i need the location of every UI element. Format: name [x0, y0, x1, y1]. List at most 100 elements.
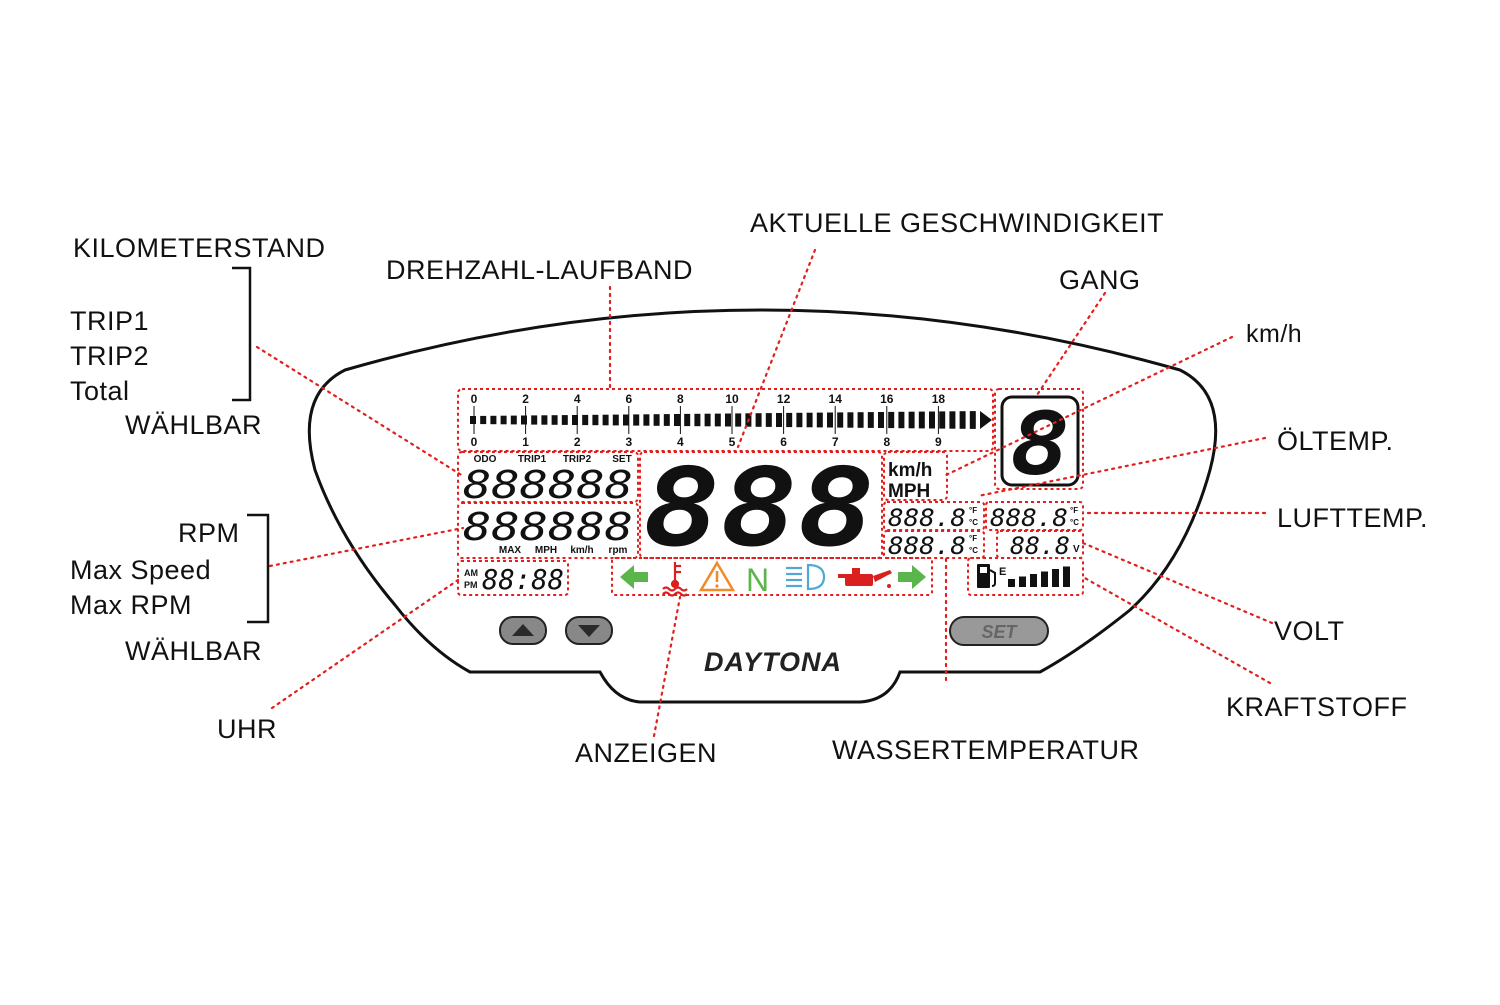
- fuel-pump-icon: [977, 564, 996, 588]
- label-volt: VOLT: [1274, 616, 1345, 646]
- bracket-top: [232, 266, 252, 402]
- tacho-segment: [704, 413, 711, 427]
- tacho-segment: [510, 415, 517, 425]
- tacho-top-tick-label: 2: [522, 392, 529, 406]
- indicators-box: [611, 557, 933, 596]
- water-temp-icon: [662, 562, 688, 597]
- tacho-segment: [582, 414, 589, 426]
- speed-digits: 888: [643, 446, 875, 571]
- label-uhr: UHR: [217, 714, 277, 744]
- tacho-segment: [531, 415, 538, 425]
- rpm-unit-label: rpm: [609, 545, 628, 556]
- tacho-segment: [470, 416, 476, 424]
- label-total: Total: [70, 376, 130, 406]
- speed-unit-mph: MPH: [888, 481, 930, 502]
- label-anzeigen: ANZEIGEN: [575, 738, 718, 768]
- oil-temp-unit-c: °C: [969, 518, 978, 527]
- fuel-bar: [1052, 569, 1059, 587]
- volt-unit: V: [1073, 544, 1080, 555]
- tacho-top-tick-label: 16: [880, 392, 894, 406]
- tacho-segment: [847, 412, 854, 428]
- tacho-segment: [806, 412, 813, 428]
- label-lufttemp: LUFTTEMP.: [1277, 503, 1429, 533]
- tacho-bottom-tick-label: 1: [522, 435, 529, 449]
- tacho-bottom-tick-label: 0: [471, 435, 478, 449]
- tacho-bottom-tick-label: 7: [832, 435, 839, 449]
- tacho-top-tick-label: 0: [471, 392, 478, 406]
- label-aktuelle-geschwindigkeit: AKTUELLE GESCHWINDIGKEIT: [750, 208, 1165, 238]
- warning-icon: [698, 560, 736, 592]
- water-temp-digits: 888.8: [888, 532, 966, 560]
- tacho-bottom-tick-label: 3: [625, 435, 632, 449]
- fuel-empty-letter: E: [999, 566, 1006, 578]
- down-arrow-button-icon: [578, 625, 600, 637]
- leader-lines: [255, 248, 1274, 738]
- tacho-bottom-tick-label: 4: [677, 435, 684, 449]
- tacho-segment: [929, 411, 935, 429]
- neutral-icon: N: [746, 562, 769, 598]
- tacho-band-box: [457, 388, 994, 452]
- tacho-segment: [898, 411, 905, 429]
- fuel-box: [967, 557, 1084, 596]
- odo-mode-label: TRIP2: [563, 454, 592, 465]
- tacho-segment: [633, 414, 640, 426]
- rpm-unit-label: MAX: [499, 545, 522, 556]
- fuel-bar: [1041, 571, 1048, 587]
- label-trip2: TRIP2: [70, 341, 150, 371]
- down-button[interactable]: [565, 616, 613, 645]
- air-temp-digits: 888.8: [990, 504, 1068, 532]
- tacho-segment: [867, 412, 874, 428]
- fuel-bar: [1063, 566, 1070, 587]
- tacho-segment: [755, 413, 762, 427]
- tacho-bottom-tick-label: 8: [883, 435, 890, 449]
- tacho-segment: [857, 412, 864, 428]
- tacho-top-tick-label: 14: [829, 392, 843, 406]
- tacho-segment: [939, 411, 946, 429]
- speed-unit-kmh: km/h: [888, 460, 932, 481]
- up-button[interactable]: [499, 616, 547, 645]
- pm-label: PM: [464, 580, 478, 590]
- brand-logo: DAYTONA: [704, 647, 842, 677]
- tacho-segment: [816, 412, 823, 428]
- tacho-segment: [969, 411, 976, 429]
- oil-temp-unit-f: °F: [969, 506, 977, 515]
- arrow-right-icon: [898, 565, 926, 589]
- tacho-segment: [827, 412, 833, 428]
- headlight-icon: [786, 563, 826, 591]
- volt-digits: 88.8: [1010, 532, 1070, 560]
- tacho-segment: [735, 413, 742, 427]
- label-wassertemperatur: WASSERTEMPERATUR: [832, 735, 1140, 765]
- tacho-segment: [888, 411, 895, 429]
- odo-mode-label: SET: [612, 454, 631, 465]
- tacho-segment: [653, 414, 660, 426]
- tacho-segment: [643, 414, 650, 426]
- speed-unit-box: [883, 451, 948, 501]
- tacho-segment: [694, 413, 701, 427]
- tacho-segment: [959, 411, 966, 429]
- rpm-unit-label: km/h: [570, 545, 593, 556]
- tacho-top-tick-label: 6: [625, 392, 632, 406]
- tacho-segment: [908, 411, 915, 429]
- tacho-segment: [949, 411, 956, 429]
- tacho-segment: [776, 413, 782, 427]
- fuel-bar: [1019, 576, 1026, 587]
- set-button[interactable]: SET: [949, 616, 1049, 646]
- tacho-top-tick-label: 10: [725, 392, 739, 406]
- tacho-segment: [786, 412, 793, 428]
- fuel-bar: [1030, 574, 1037, 587]
- label-kmh: km/h: [1246, 320, 1303, 348]
- set-button-label: SET: [981, 622, 1018, 642]
- tacho-segment: [796, 412, 803, 428]
- water-temp-unit-f: °F: [969, 534, 977, 543]
- tacho-segment: [561, 415, 568, 425]
- clock-digits: 88:88: [482, 563, 564, 596]
- gear-display-frame: [1000, 395, 1080, 487]
- label-gang: GANG: [1059, 265, 1141, 295]
- tacho-end-arrow: [980, 411, 992, 429]
- arrow-left-icon: [620, 565, 648, 589]
- gear-box: [994, 388, 1084, 490]
